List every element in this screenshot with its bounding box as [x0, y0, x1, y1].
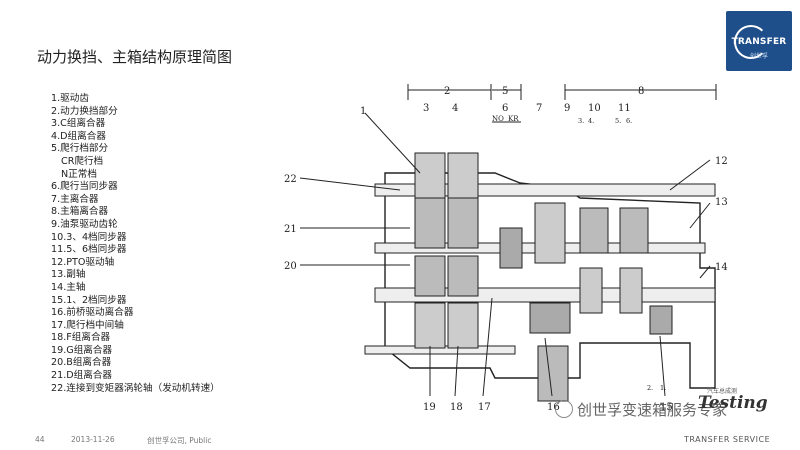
legend-item: 13.副轴: [51, 269, 86, 281]
legend-item: 20.B组离合器: [51, 357, 112, 369]
transmission-cross-section: 2 5 8 1 3 4 6 7 9 10 11 NO KR 3. 4. 5. 6…: [284, 84, 728, 413]
legend-item: N正常档: [61, 168, 97, 180]
diagram-label: 15: [660, 402, 673, 413]
diagram-label: 22: [284, 174, 297, 185]
legend-item: 8.主箱离合器: [51, 206, 109, 218]
logo-word: TRANSFER: [731, 37, 787, 47]
page-number: 44: [35, 435, 45, 444]
legend-item: 22.连接到变矩器涡轮轴（发动机转速）: [51, 382, 220, 394]
diagram-label: 5.: [615, 117, 621, 125]
transfer-logo: TRANSFER 创世孚: [726, 11, 792, 71]
legend-item: 19.G组离合器: [51, 344, 113, 356]
legend-item: 1.驱动齿: [51, 93, 89, 104]
diagram-label: 13: [715, 197, 728, 208]
legend-item: 18.F组离合器: [51, 332, 111, 344]
legend-item: 12.PTO驱动轴: [51, 256, 115, 268]
diagram-label: 4.: [588, 117, 594, 125]
diagram-label: 14: [715, 262, 728, 273]
logo-subtitle: 创世孚: [749, 53, 768, 60]
legend-item: 14.主轴: [51, 281, 86, 293]
diagram-label: 1.: [660, 384, 666, 392]
legend-item: 21.D组离合器: [51, 370, 113, 382]
testing-subtitle: 汽车总成测: [707, 388, 738, 395]
watermark-text: 创世孚变速箱服务专家: [577, 401, 728, 419]
diagram-label: 19: [423, 402, 436, 413]
diagram-label: KR: [508, 115, 519, 123]
diagram-label: 2: [444, 86, 450, 97]
legend-item: 10.3、4档同步器: [51, 231, 127, 243]
wechat-icon: [555, 400, 573, 418]
page-title: 动力换挡、主箱结构原理简图: [37, 48, 233, 66]
diagram-label: 16: [547, 402, 560, 413]
legend-item: 5.爬行档部分: [51, 143, 109, 155]
diagram-label: 3: [423, 103, 429, 114]
diagram-label: 1: [360, 106, 366, 117]
diagram-label: 5: [502, 86, 508, 97]
diagram-label: 7: [536, 103, 542, 114]
diagram-label: 17: [478, 402, 491, 413]
legend-item: 4.D组离合器: [51, 130, 106, 142]
diagram-label: 21: [284, 224, 297, 235]
diagram-label: 3.: [578, 117, 584, 125]
legend-item: CR爬行档: [61, 155, 104, 167]
diagram-label: 2.: [647, 384, 653, 392]
diagram-label: 20: [284, 261, 297, 272]
diagram-label: 4: [452, 103, 458, 114]
legend-item: 16.前桥驱动离合器: [51, 307, 134, 319]
diagram-label: NO: [492, 115, 504, 123]
legend-item: 7.主离合器: [51, 193, 99, 205]
footer-brand: TRANSFER SERVICE: [684, 435, 771, 444]
footer-date: 2013-11-26: [71, 435, 115, 444]
diagram-label: 10: [588, 103, 601, 114]
legend-item: 3.C组离合器: [51, 118, 106, 130]
diagram-label: 8: [638, 86, 644, 97]
footer-company: 创世孚公司, Public: [147, 436, 212, 445]
legend-item: 15.1、2档同步器: [51, 294, 127, 306]
diagram-label: 9: [564, 103, 570, 114]
legend-item: 9.油泵驱动齿轮: [51, 218, 118, 230]
component-legend: 1.驱动齿 2.动力换挡部分 3.C组离合器 4.D组离合器 5.爬行档部分 C…: [51, 93, 220, 395]
wechat-watermark: 创世孚变速箱服务专家: [555, 399, 727, 420]
diagram-label: 6.: [626, 117, 632, 125]
diagram-label: 6: [502, 103, 508, 114]
legend-item: 6.爬行当同步器: [51, 181, 118, 193]
logo-arc-icon: [734, 25, 768, 59]
legend-item: 17.爬行档中间轴: [51, 319, 124, 331]
legend-item: 2.动力换挡部分: [51, 105, 118, 117]
diagram-label: 18: [450, 402, 463, 413]
diagram-label: 12: [715, 156, 728, 167]
legend-item: 11.5、6档同步器: [51, 244, 127, 256]
diagram-label: 11: [618, 103, 631, 114]
testing-logo-text: Testing: [698, 393, 768, 413]
